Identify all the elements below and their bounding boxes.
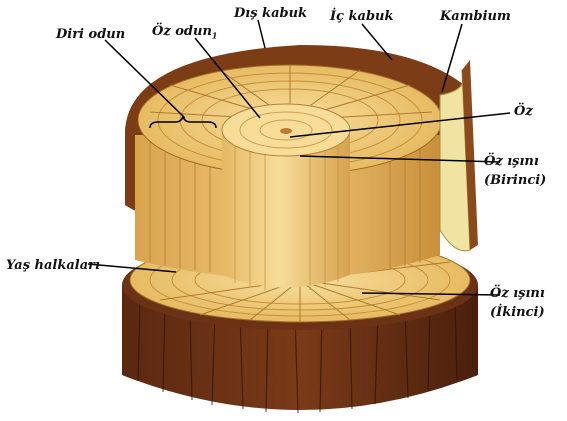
label-diri-odun: Diri odun — [56, 27, 125, 43]
label-oz-isini-1-line2: (Birinci) — [484, 173, 546, 189]
label-oz: Öz — [514, 104, 533, 120]
leader-dis-kabuk — [258, 20, 265, 48]
label-ic-kabuk: İç kabuk — [330, 9, 394, 25]
label-dis-kabuk: Dış kabuk — [234, 6, 307, 22]
label-yas-halkalari: Yaş halkaları — [6, 258, 100, 274]
label-oz-odun: Öz odun1 — [152, 24, 217, 44]
pith-dot — [280, 128, 292, 134]
label-oz-odun-sub: 1 — [212, 31, 218, 41]
label-oz-isini-1-line1: Öz ışını — [484, 154, 539, 170]
label-oz-odun-text: Öz odun — [152, 24, 212, 39]
label-oz-isini-2-line1: Öz ışını — [490, 286, 545, 302]
label-oz-isini-2-line2: (İkinci) — [490, 305, 545, 321]
label-kambium: Kambium — [440, 9, 511, 25]
